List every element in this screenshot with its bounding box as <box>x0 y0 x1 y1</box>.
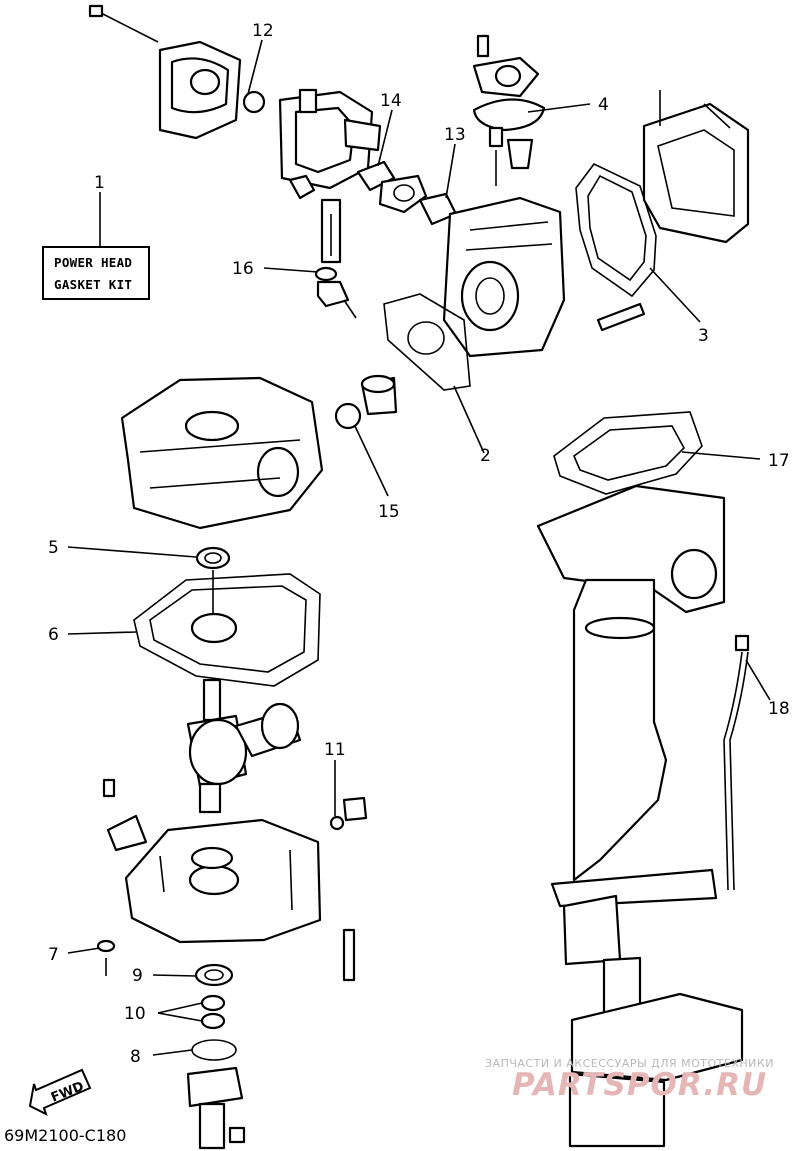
callout-9: 9 <box>132 966 143 986</box>
cylinder-block <box>120 374 398 530</box>
carburetor-assembly <box>88 4 382 319</box>
callout-2: 2 <box>480 446 491 466</box>
power-head-gasket-kit-label: POWER HEAD GASKET KIT <box>42 246 150 300</box>
callout-13: 13 <box>444 125 466 145</box>
callout-15: 15 <box>378 502 400 522</box>
exhaust-cover-gasket <box>575 90 750 298</box>
thermostat-cover <box>472 34 546 186</box>
head-gasket <box>383 293 471 391</box>
callout-10: 10 <box>124 1004 146 1024</box>
callout-16: 16 <box>232 259 254 279</box>
fwd-arrow-icon: FWD <box>28 1068 92 1116</box>
lower-casing <box>536 411 744 1148</box>
callout-8: 8 <box>130 1047 141 1067</box>
intake-gaskets <box>356 160 458 226</box>
callout-11: 11 <box>324 740 346 760</box>
callout-14: 14 <box>380 91 402 111</box>
callout-4: 4 <box>598 95 609 115</box>
callout-numbers: 1 2 3 4 5 6 7 8 9 10 11 12 13 14 15 16 1… <box>48 21 790 1067</box>
callout-17: 17 <box>768 451 790 471</box>
kit-label-line1: POWER HEAD <box>54 255 133 270</box>
kit-label-line2: GASKET KIT <box>54 277 133 292</box>
hose <box>723 634 750 891</box>
watermark-brand: PARTSPOR.RU <box>512 1067 768 1103</box>
leader-lines <box>67 39 771 1056</box>
callout-1: 1 <box>94 173 105 193</box>
callout-18: 18 <box>768 699 790 719</box>
crankshaft-piston <box>186 678 302 814</box>
cylinder-head <box>442 196 646 358</box>
seal-and-gasket <box>133 546 321 687</box>
callout-6: 6 <box>48 625 59 645</box>
crankcase <box>102 778 368 982</box>
o-rings <box>96 90 362 953</box>
callout-12: 12 <box>252 21 274 41</box>
watermark-subtitle: ЗАПЧАСТИ И АКСЕССУАРЫ ДЛЯ МОТОТЕХНИКИ <box>485 1057 774 1070</box>
callout-7: 7 <box>48 945 59 965</box>
figure-code: 69M2100-C180 <box>4 1126 127 1145</box>
callout-5: 5 <box>48 538 59 558</box>
lower-seals <box>186 963 246 1150</box>
callout-3: 3 <box>698 326 709 346</box>
